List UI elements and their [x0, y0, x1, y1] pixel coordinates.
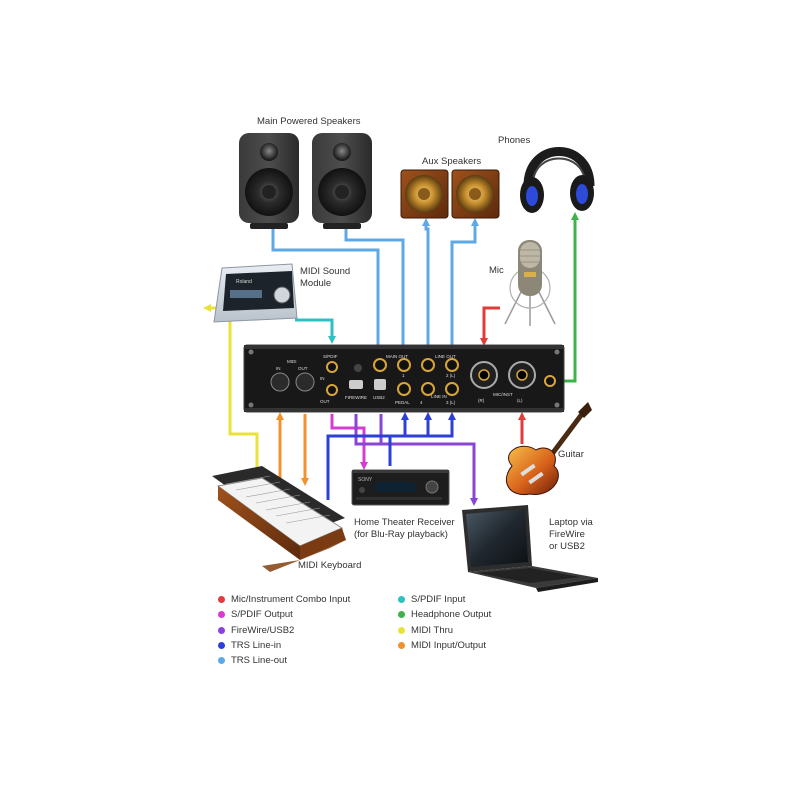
legend-label: S/PDIF Output — [231, 609, 293, 621]
legend-item: Mic/Instrument Combo Input — [218, 592, 350, 607]
legend-item: MIDI Thru — [398, 623, 491, 638]
home-theater-receiver: SONY — [351, 469, 450, 506]
ch3-label: 3 (L) — [446, 400, 456, 405]
midi-module-label: MIDI Sound Module — [300, 266, 351, 289]
legend-label: TRS Line-in — [231, 640, 282, 652]
spdif-in-label: IN — [320, 376, 325, 381]
cable-line-out-3 — [422, 218, 430, 346]
legend-swatch — [218, 657, 225, 665]
cable-line-in-1 — [326, 412, 409, 500]
legend-item: FireWire/USB2 — [218, 623, 350, 638]
mic-r-label: (R) — [478, 398, 485, 403]
midi-out-label: OUT — [298, 366, 308, 371]
aux-speaker-right — [451, 169, 500, 219]
spdif-out-label: OUT — [320, 399, 330, 404]
ch4-label: 4 — [420, 400, 423, 405]
legend-label: Mic/Instrument Combo Input — [231, 594, 351, 606]
receiver-label: Home Theater Receiver (for Blu-Ray playb… — [354, 517, 455, 540]
legend-label: MIDI Thru — [411, 624, 454, 636]
cable-headphones — [561, 212, 579, 383]
cable-line-in-3 — [405, 412, 432, 438]
legend-swatch — [398, 596, 405, 604]
mic-inst-label: MIC/INST — [493, 392, 513, 397]
mic-label: Mic — [489, 265, 504, 276]
headphones — [520, 147, 595, 213]
midi-sound-module: Roland — [213, 263, 298, 323]
cable-spdif-out — [330, 414, 368, 470]
legend-swatch — [218, 642, 225, 650]
laptop-label: Laptop via FireWire or USB2 — [549, 517, 593, 552]
legend-item: S/PDIF Input — [398, 592, 491, 607]
ch2-label: 2 (L) — [446, 373, 456, 378]
spdif-out-port — [326, 384, 338, 396]
legend-swatch — [218, 611, 225, 619]
legend-item: TRS Line-in — [218, 638, 350, 653]
legend-label: S/PDIF Input — [411, 594, 466, 606]
laptop — [462, 505, 598, 592]
main-out-label: MAIN OUT — [386, 354, 408, 359]
line-in-label: LINE IN — [431, 394, 447, 399]
legend-swatch — [218, 626, 225, 634]
line-out-label: LINE OUT — [435, 354, 456, 359]
cable-mic — [480, 306, 500, 346]
guitar — [506, 402, 592, 496]
aux-speaker-left — [400, 169, 449, 219]
mic-l-label: (L) — [517, 398, 523, 403]
legend-swatch — [398, 626, 405, 634]
cable-firewire — [354, 414, 478, 506]
cable-main-out-2 — [342, 218, 405, 346]
legend-label: Headphone Output — [411, 609, 492, 621]
legend-item: TRS Line-out — [218, 653, 350, 668]
cable-main-out-1 — [269, 218, 380, 346]
main-speaker-left — [239, 133, 299, 229]
guitar-label: Guitar — [558, 449, 584, 460]
cables — [203, 212, 579, 506]
midi-in-label: IN — [276, 366, 281, 371]
legend-item: Headphone Output — [398, 607, 491, 622]
cable-line-out-4 — [450, 218, 479, 346]
cable-line-in-4 — [428, 412, 456, 438]
usb2-label: USB2 — [373, 395, 385, 400]
pedal-label: PEDAL — [395, 400, 410, 405]
legend-left: Mic/Instrument Combo Input S/PDIF Output… — [218, 592, 350, 668]
receiver-brand: SONY — [358, 477, 373, 483]
legend-right: S/PDIF Input Headphone Output MIDI Thru … — [398, 592, 491, 653]
midi-keyboard — [212, 466, 346, 572]
cable-spdif-in — [295, 318, 336, 344]
keyboard-label: MIDI Keyboard — [298, 560, 362, 571]
firewire-label: FIREWIRE — [345, 395, 367, 400]
legend-label: MIDI Input/Output — [411, 640, 486, 652]
aux-speakers-label: Aux Speakers — [422, 156, 482, 167]
microphone — [504, 240, 556, 326]
spdif-label: S/PDIF — [323, 354, 338, 359]
phones-label: Phones — [498, 135, 531, 146]
ch1-label: 1 — [402, 373, 405, 378]
spdif-in-port — [326, 361, 338, 373]
audio-interface: MIDI IN OUT S/PDIF IN OUT FIREWIRE USB2 … — [243, 344, 565, 413]
legend-label: TRS Line-out — [231, 655, 287, 667]
legend-item: MIDI Input/Output — [398, 638, 491, 653]
legend-swatch — [218, 596, 225, 604]
legend-item: S/PDIF Output — [218, 607, 350, 622]
main-speakers-label: Main Powered Speakers — [257, 116, 361, 127]
midi-out-port — [295, 372, 315, 392]
module-brand: Roland — [236, 279, 252, 285]
main-speaker-right — [312, 133, 372, 229]
legend-label: FireWire/USB2 — [231, 624, 295, 636]
legend-swatch — [398, 611, 405, 619]
legend-swatch — [398, 642, 405, 650]
midi-label: MIDI — [287, 359, 297, 364]
midi-in-port — [270, 372, 290, 392]
